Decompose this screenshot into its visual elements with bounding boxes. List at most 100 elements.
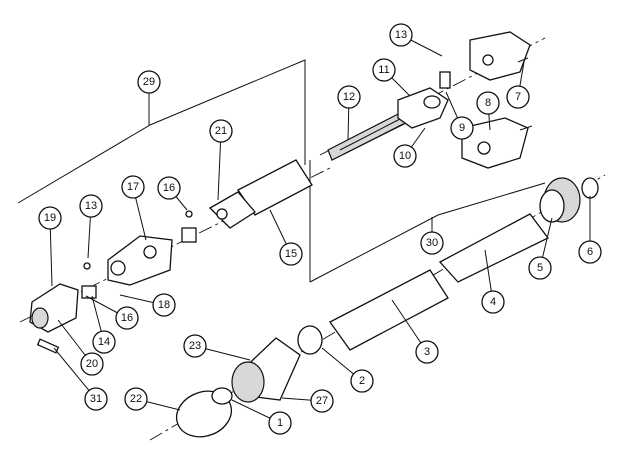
cross-9 bbox=[439, 71, 451, 89]
callout-c3: 3 bbox=[415, 340, 439, 364]
callout-circle bbox=[209, 119, 233, 143]
callout-circle bbox=[84, 387, 108, 411]
callout-circle bbox=[481, 290, 505, 314]
callout-circle bbox=[115, 306, 139, 330]
callout-c11: 11 bbox=[372, 58, 396, 82]
callout-label: 1 bbox=[277, 417, 283, 429]
callout-c15: 15 bbox=[279, 242, 303, 266]
flange-yoke-17 bbox=[107, 235, 173, 286]
callout-c1: 1 bbox=[268, 411, 292, 435]
callout-c8: 8 bbox=[476, 91, 500, 115]
callout-c5: 5 bbox=[528, 256, 552, 280]
callout-label: 6 bbox=[587, 246, 593, 258]
callout-label: 16 bbox=[121, 312, 133, 324]
callout-circle bbox=[80, 352, 104, 376]
callout-label: 11 bbox=[378, 64, 389, 76]
callout-circle bbox=[393, 144, 417, 168]
guard-cone-23 bbox=[231, 337, 301, 403]
clip-1 bbox=[211, 387, 233, 405]
callout-c20: 20 bbox=[80, 352, 104, 376]
callout-label: 7 bbox=[515, 91, 521, 103]
bearing-2 bbox=[297, 325, 323, 355]
callout-c12: 12 bbox=[337, 85, 361, 109]
callout-c13a: 13 bbox=[389, 23, 413, 47]
callout-circle bbox=[389, 23, 413, 47]
callout-circle bbox=[506, 85, 530, 109]
callout-c21: 21 bbox=[209, 119, 233, 143]
callout-c29: 29 bbox=[137, 70, 161, 94]
pins-7 bbox=[517, 57, 533, 131]
callout-circle bbox=[152, 293, 176, 317]
callout-circle bbox=[578, 240, 602, 264]
callout-circle bbox=[528, 256, 552, 280]
callout-c14: 14 bbox=[92, 330, 116, 354]
callout-circle bbox=[157, 176, 181, 200]
callout-label: 23 bbox=[189, 340, 201, 352]
callout-circle bbox=[124, 387, 148, 411]
pin-31 bbox=[36, 338, 60, 354]
callout-circle bbox=[121, 175, 145, 199]
callout-c6: 6 bbox=[578, 240, 602, 264]
callout-label: 29 bbox=[143, 76, 155, 88]
cross-14 bbox=[81, 262, 97, 299]
assembly-bracket-30 bbox=[309, 160, 546, 283]
callout-c17: 17 bbox=[121, 175, 145, 199]
callout-c16b: 16 bbox=[115, 306, 139, 330]
callout-label: 13 bbox=[395, 29, 407, 41]
yoke-19 bbox=[29, 283, 79, 333]
ring-6 bbox=[581, 177, 599, 199]
callout-label: 17 bbox=[127, 181, 139, 193]
callout-label: 21 bbox=[215, 125, 227, 137]
callout-label: 22 bbox=[130, 393, 142, 405]
callout-label: 20 bbox=[86, 358, 98, 370]
callout-c30: 30 bbox=[420, 231, 444, 255]
yoke-upper-right bbox=[469, 31, 531, 81]
yoke-11 bbox=[397, 87, 449, 129]
callout-label: 15 bbox=[285, 248, 297, 260]
callout-c22: 22 bbox=[124, 387, 148, 411]
callout-label: 2 bbox=[359, 375, 365, 387]
callout-c10: 10 bbox=[393, 144, 417, 168]
callout-circle bbox=[279, 242, 303, 266]
callout-circle bbox=[183, 334, 207, 358]
yoke-21 bbox=[208, 191, 256, 229]
callout-label: 30 bbox=[426, 237, 438, 249]
callout-c18: 18 bbox=[152, 293, 176, 317]
callout-c27: 27 bbox=[310, 389, 334, 413]
callout-circle bbox=[268, 411, 292, 435]
cross-16-upper bbox=[181, 210, 197, 243]
callout-label: 13 bbox=[85, 200, 97, 212]
callout-c2: 2 bbox=[350, 369, 374, 393]
callout-label: 27 bbox=[316, 395, 328, 407]
callout-circle bbox=[372, 58, 396, 82]
callout-label: 18 bbox=[158, 299, 170, 311]
callout-c4: 4 bbox=[481, 290, 505, 314]
assembly-bracket-29 bbox=[17, 59, 306, 204]
callout-c23: 23 bbox=[183, 334, 207, 358]
callout-circle bbox=[476, 91, 500, 115]
callout-label: 16 bbox=[163, 182, 175, 194]
callout-label: 8 bbox=[485, 97, 491, 109]
callout-circle bbox=[137, 70, 161, 94]
callout-label: 4 bbox=[490, 296, 496, 308]
callout-circle bbox=[337, 85, 361, 109]
callout-c19: 19 bbox=[38, 206, 62, 230]
callout-circle bbox=[38, 206, 62, 230]
callout-label: 3 bbox=[424, 346, 430, 358]
callout-circle bbox=[420, 231, 444, 255]
callout-label: 9 bbox=[459, 122, 465, 134]
callout-c7: 7 bbox=[506, 85, 530, 109]
callout-circle bbox=[310, 389, 334, 413]
guard-tube-3 bbox=[329, 269, 449, 351]
yoke-lower-right bbox=[461, 117, 529, 169]
callouts: 1234567891011121313141516161718192021222… bbox=[38, 23, 602, 435]
callout-label: 5 bbox=[537, 262, 543, 274]
callout-circle bbox=[350, 369, 374, 393]
callout-circle bbox=[450, 116, 474, 140]
callout-c13b: 13 bbox=[79, 194, 103, 218]
callout-label: 19 bbox=[44, 212, 56, 224]
callout-circle bbox=[79, 194, 103, 218]
callout-c31: 31 bbox=[84, 387, 108, 411]
